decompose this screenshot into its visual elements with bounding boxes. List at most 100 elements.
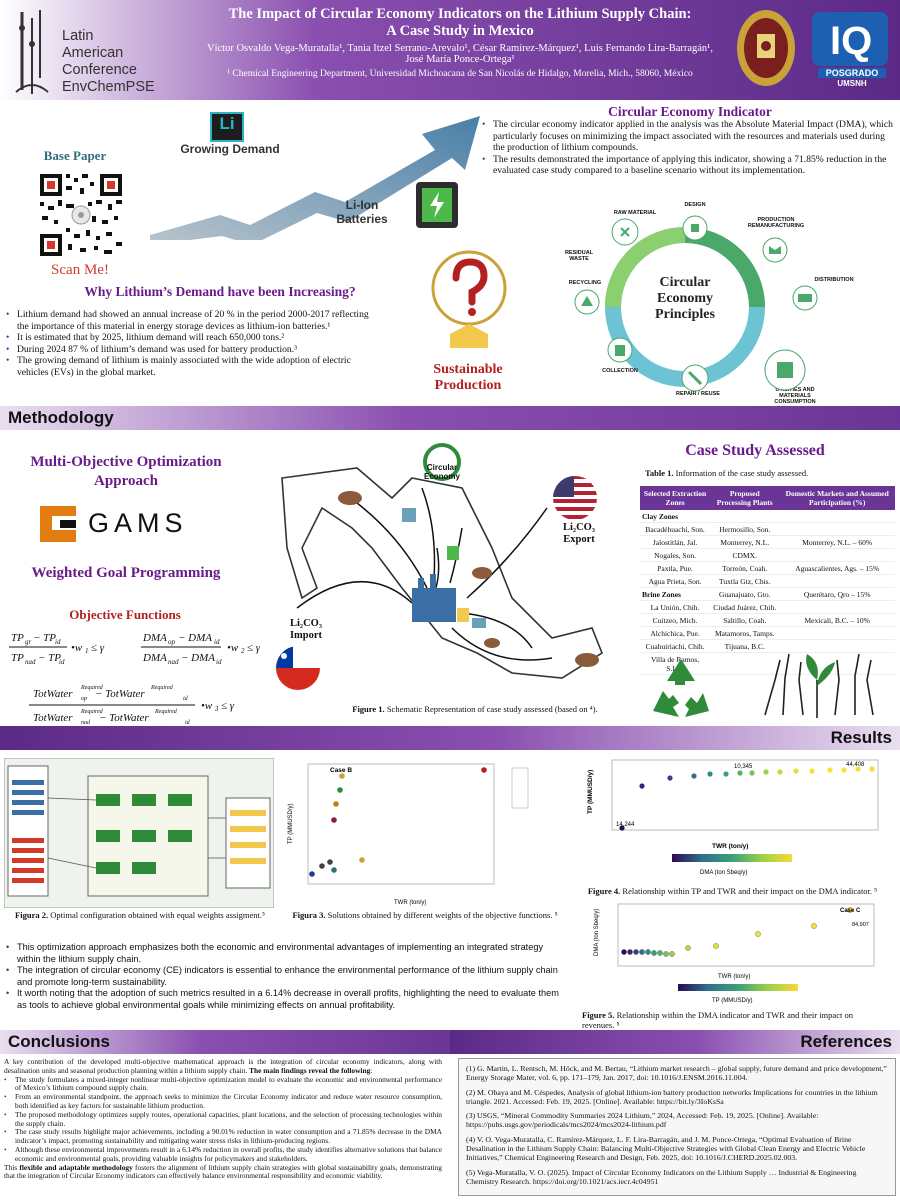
svg-text:DMA: DMA (142, 632, 167, 644)
table-cell (779, 600, 895, 614)
table-header: Proposed Processing Plants (710, 486, 780, 510)
svg-text:DMA: DMA (142, 652, 167, 664)
fig2-caption-text: Optimal configuration obtained with equa… (48, 910, 265, 920)
reference-item: (2) M. Obaya and M. Céspedes, Analysis o… (466, 1087, 878, 1106)
table-cell: Mexicali, B.C. – 10% (779, 613, 895, 627)
fig4-point (777, 769, 783, 775)
fig4-plot-area (611, 759, 879, 831)
import-line: Li₂CO₃ (290, 618, 322, 629)
battery-image (412, 178, 462, 230)
fig4-label-high: 44,408 (846, 762, 865, 768)
battery-icon (416, 182, 458, 228)
fig5-point (811, 923, 817, 929)
fig3-point (359, 857, 365, 863)
table-cell (779, 639, 895, 653)
conclusions-closing: This flexible and adaptable methodology … (4, 1162, 442, 1182)
svg-text:− TotWater: − TotWater (99, 712, 149, 724)
table-caption-text: Information of the case study assessed. (673, 468, 809, 478)
list-item: From an environmental standpoint, the ap… (4, 1092, 442, 1111)
ce-principles-line: Circular (659, 275, 711, 290)
li-ion-label: Li-Ion Batteries (322, 198, 402, 226)
references-header: References (450, 1030, 900, 1054)
fig4-point (827, 767, 833, 773)
svg-text:≤ γ: ≤ γ (221, 700, 235, 712)
references-box: (1) G. Martin, L. Rentsch, M. Höck, and … (458, 1058, 896, 1196)
usa-flag-icon (553, 476, 597, 520)
fig3-ylabel: TP (MMUSD/y) (288, 803, 294, 844)
fig5-case-label: Case C (840, 908, 861, 914)
poster-title-block: The Impact of Circular Economy Indicator… (190, 6, 730, 79)
ce-indicator-list: The circular economy indicator applied i… (482, 119, 894, 177)
svg-text:id: id (59, 658, 65, 666)
ce-step-collection: COLLECTION (602, 368, 638, 374)
lithium-element-box: Li (210, 112, 244, 142)
ce-step-production: PRODUCTION REMANUFACTURING (747, 217, 805, 229)
fig5-point (755, 931, 761, 937)
fig4-point (737, 770, 743, 776)
fig5-point (847, 907, 853, 913)
table-row: Nogales, Son.CDMX. (640, 548, 895, 562)
table-row: Paxtla, Pue.Torreón, Coah.Aguascalientes… (640, 561, 895, 575)
table-cell (779, 574, 895, 588)
production-text: Production (434, 378, 502, 393)
svg-text:Required: Required (80, 709, 104, 715)
gams-text: GAMS (88, 508, 188, 538)
qr-code-icon[interactable] (36, 170, 126, 260)
fig5-caption-text: Relationship within the DMA indicator an… (582, 1010, 853, 1030)
fig5-point (627, 949, 633, 955)
methodology-header: Methodology (0, 406, 900, 430)
li-ion-text: Li-Ion (345, 198, 379, 212)
fig1-caption-bold: Figure 1. (352, 704, 385, 714)
fig1-caption: Figure 1. Schematic Representation of ca… (330, 704, 620, 714)
fig4-point (639, 783, 645, 789)
fig5-label-high: 84,907 (852, 922, 869, 928)
list-item: The case study results highlight major a… (4, 1128, 442, 1146)
table-cell: Matamoros, Tamps. (710, 626, 780, 640)
conclusions-header: Conclusions (0, 1030, 450, 1054)
authors-line2: José María Ponce-Ortega¹ (405, 54, 515, 65)
university-seal-icon (737, 10, 795, 86)
table-cell: Tuxtla Gtz, Chis. (710, 574, 780, 588)
fig4-label-low: 14,244 (616, 822, 635, 828)
fig3-point (337, 787, 343, 793)
table-cell (779, 522, 895, 536)
list-item: During 2024 87 % of lithium’s demand was… (6, 344, 372, 356)
table-cell: Saltillo, Coah. (710, 613, 780, 627)
list-item: The proposed methodology optimizes suppl… (4, 1110, 442, 1129)
table-cell (779, 626, 895, 640)
closing-pre: This (4, 1162, 20, 1172)
gams-logo-icon (40, 506, 76, 542)
growth-arrow-icon (150, 116, 480, 240)
results-header: Results (0, 726, 900, 750)
table-cell: Torreón, Coah. (710, 561, 780, 575)
conclusions-intro: A key contribution of the developed mult… (4, 1057, 442, 1075)
svg-text:− TP: − TP (33, 632, 56, 644)
table-cell: Monterrey, N.L. – 60% (779, 535, 895, 549)
fig3-caption-text: Solutions obtained by different weights … (325, 910, 558, 920)
svg-text:− TP: − TP (38, 652, 61, 664)
fig5-colorbar (678, 984, 798, 991)
export-label: Li₂CO₃ Export (555, 522, 603, 546)
table-cell: Bacadéhuachi, Son. (640, 522, 711, 536)
conclusions-intro-bold: The main findings reveal the following (249, 1065, 371, 1075)
svg-text:TP: TP (11, 652, 24, 664)
ce-step-repair: REPAIR / REUSE (676, 391, 720, 397)
table-cell (710, 652, 780, 675)
fig4-label-mid: 10,345 (734, 764, 753, 770)
mo-title-line1: Multi-Objective Optimization (30, 454, 222, 470)
logo-line: EnvChemPSE (62, 79, 155, 95)
table-caption: Table 1. Information of the case study a… (645, 468, 895, 478)
fig5-plot-area (617, 903, 875, 967)
fig5-point (651, 950, 657, 956)
svg-text:gr: gr (25, 638, 32, 646)
posgrado-label: POSGRADO (818, 68, 886, 78)
table-group: Clay Zones (640, 510, 895, 523)
fig1-caption-text: Schematic Representation of case study a… (384, 704, 598, 714)
svg-text:id: id (185, 720, 191, 726)
fig4-xlabel: TWR (ton/y) (712, 843, 748, 850)
ce-indicator-title: Circular Economy Indicator (608, 104, 772, 119)
poster-title-line2: A Case Study in Mexico (386, 23, 534, 39)
